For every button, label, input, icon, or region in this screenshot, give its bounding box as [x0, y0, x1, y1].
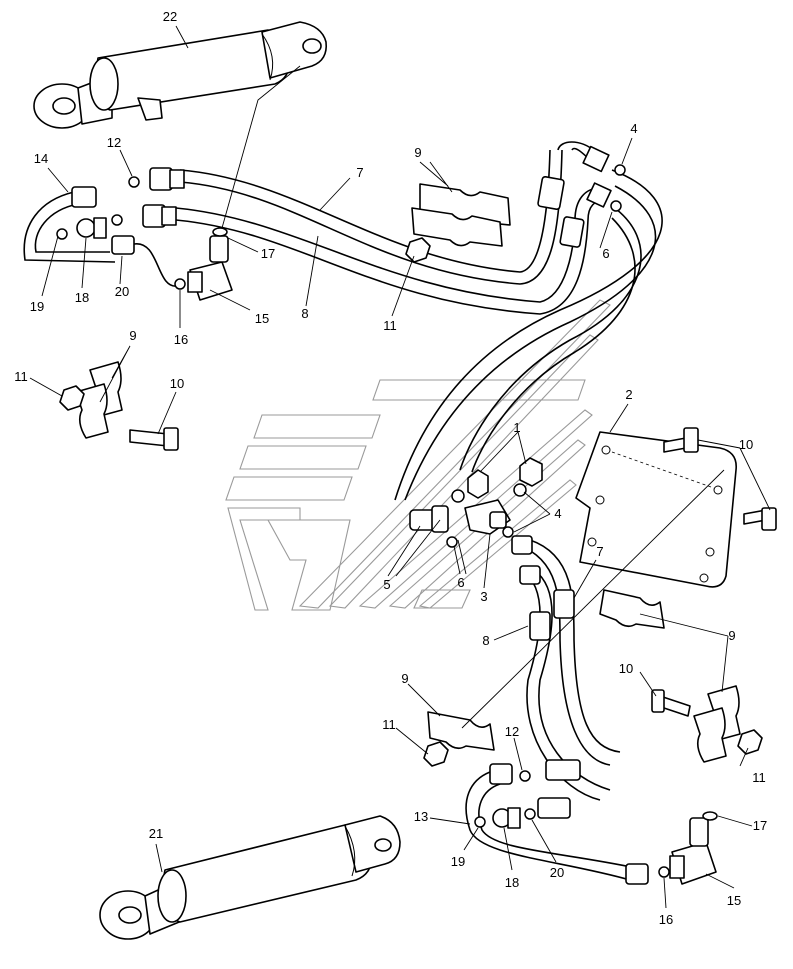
- callout-19: 19: [30, 299, 44, 314]
- callout-6: 6: [457, 575, 464, 590]
- callout-10: 10: [619, 661, 633, 676]
- callout-4: 4: [630, 121, 637, 136]
- callout-labels: 22 14 12 19 18 20 17 16 15 7 8 9 11 4 6 …: [14, 9, 767, 927]
- callout-11: 11: [382, 717, 396, 732]
- callout-7: 7: [596, 544, 603, 559]
- callout-17: 17: [261, 246, 275, 261]
- callout-12: 12: [107, 135, 121, 150]
- callout-8: 8: [482, 633, 489, 648]
- callout-16: 16: [659, 912, 673, 927]
- callout-22: 22: [163, 9, 177, 24]
- callout-16: 16: [174, 332, 188, 347]
- callout-18: 18: [75, 290, 89, 305]
- upper-fittings: [111, 145, 626, 248]
- callout-21: 21: [149, 826, 163, 841]
- clamp-lower-pair: [423, 589, 763, 767]
- callout-9: 9: [414, 145, 421, 160]
- cylinder-21: [99, 815, 401, 940]
- callout-18: 18: [505, 875, 519, 890]
- callout-20: 20: [550, 865, 564, 880]
- callout-10: 10: [170, 376, 184, 391]
- hose-bundle-lower: [511, 535, 621, 819]
- leader-lines: [29, 25, 771, 909]
- callout-15: 15: [255, 311, 269, 326]
- callout-13: 13: [414, 809, 428, 824]
- callout-9: 9: [401, 671, 408, 686]
- callout-12: 12: [505, 724, 519, 739]
- callout-3: 3: [480, 589, 487, 604]
- return-pipe-13: [465, 763, 649, 885]
- callout-8: 8: [301, 306, 308, 321]
- watermark-logo: [225, 299, 611, 611]
- callout-17: 17: [753, 818, 767, 833]
- callout-4: 4: [554, 506, 561, 521]
- callout-20: 20: [115, 284, 129, 299]
- callout-7: 7: [356, 165, 363, 180]
- callout-1: 1: [513, 420, 520, 435]
- valve-block: [409, 457, 543, 548]
- cylinder-22: [33, 21, 328, 129]
- clamp-left-pair: [59, 361, 179, 451]
- callout-10: 10: [739, 437, 753, 452]
- callout-9: 9: [129, 328, 136, 343]
- callout-11: 11: [383, 318, 397, 333]
- elbow-fitting-lower: [658, 811, 718, 885]
- return-pipe-14: [23, 186, 179, 287]
- elbow-fitting-upper: [174, 227, 233, 301]
- callout-5: 5: [383, 577, 390, 592]
- callout-11: 11: [752, 770, 766, 785]
- callout-2: 2: [625, 387, 632, 402]
- callout-6: 6: [602, 246, 609, 261]
- callout-14: 14: [34, 151, 48, 166]
- mounting-bracket-2: [575, 427, 777, 588]
- callout-9: 9: [728, 628, 735, 643]
- callout-15: 15: [727, 893, 741, 908]
- callout-11: 11: [14, 369, 28, 384]
- clamp-upper-pair: [405, 183, 511, 263]
- callout-19: 19: [451, 854, 465, 869]
